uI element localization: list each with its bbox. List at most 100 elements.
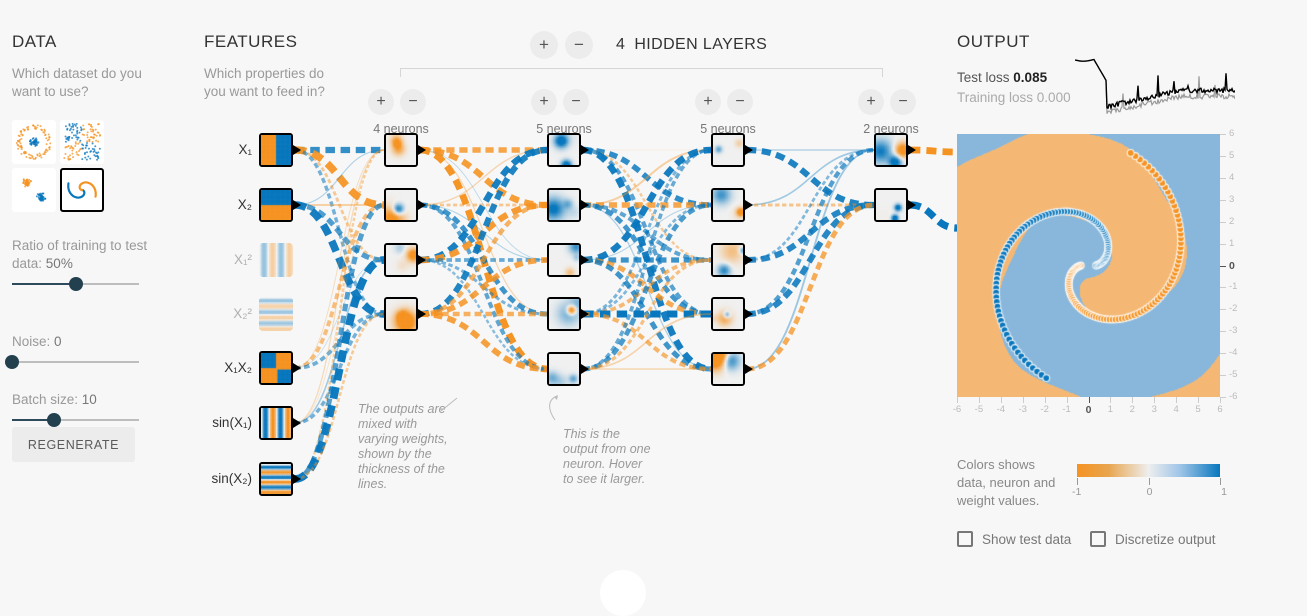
gradient-tick-mark — [1077, 478, 1078, 485]
feature-node-7[interactable] — [259, 462, 293, 496]
add-neuron-button-layer-2[interactable]: + — [531, 89, 557, 115]
dataset-thumb-spiral[interactable] — [60, 168, 104, 212]
x-tick-mark — [957, 397, 958, 403]
add-layer-button[interactable]: + — [530, 31, 558, 59]
batch-slider-knob[interactable] — [46, 413, 61, 427]
hidden-node-l3-n5[interactable] — [711, 352, 745, 386]
y-axis-tick-label: 4 — [1229, 171, 1235, 183]
ratio-value: 50% — [45, 256, 73, 271]
test-loss-value: 0.085 — [1013, 70, 1048, 85]
y-tick-mark — [1220, 375, 1226, 377]
add-neuron-button-layer-3[interactable]: + — [695, 89, 721, 115]
hidden-node-l3-n3[interactable] — [711, 243, 745, 277]
layer-2-neuron-count: 5 neurons — [536, 122, 592, 136]
hidden-node-l4-n1[interactable] — [874, 133, 908, 167]
add-neuron-button-layer-1[interactable]: + — [368, 89, 394, 115]
regenerate-button[interactable]: REGENERATE — [12, 427, 135, 462]
noise-value: 0 — [54, 334, 62, 349]
feature-node-4[interactable] — [259, 297, 293, 331]
feature-label-3: X₁² — [233, 252, 252, 267]
feature-label-2: X₂ — [237, 197, 252, 212]
y-axis-tick-label: 0 — [1229, 259, 1235, 272]
ratio-slider[interactable] — [12, 277, 139, 291]
test-loss: Test loss 0.085 — [957, 70, 1047, 85]
dataset-thumb-circle[interactable] — [12, 120, 56, 164]
noise-slider-knob[interactable] — [5, 355, 19, 369]
hidden-node-l2-n4[interactable] — [547, 297, 581, 331]
feature-node-6[interactable] — [259, 406, 293, 440]
y-axis-tick-label: -5 — [1229, 369, 1238, 381]
hidden-node-l1-n1[interactable] — [384, 133, 418, 167]
hidden-node-l2-n3[interactable] — [547, 243, 581, 277]
checkbox-box[interactable] — [1090, 531, 1106, 547]
hidden-node-l3-n2[interactable] — [711, 188, 745, 222]
feature-label-6: sin(X₁) — [212, 415, 252, 430]
y-tick-mark — [1220, 397, 1226, 398]
gradient-tick-label: 0 — [1146, 486, 1153, 498]
remove-neuron-button-layer-4[interactable]: − — [890, 89, 916, 115]
hidden-node-l3-n4[interactable] — [711, 297, 745, 331]
noise-slider[interactable] — [5, 355, 139, 369]
layer-1-neuron-count: 4 neurons — [373, 122, 429, 136]
feature-label-4: X₂² — [233, 306, 252, 321]
remove-layer-button[interactable]: − — [565, 31, 593, 59]
hidden-node-l1-n2[interactable] — [384, 188, 418, 222]
hidden-node-l2-n1[interactable] — [547, 133, 581, 167]
feature-node-2[interactable] — [259, 188, 293, 222]
layer-4-neuron-count: 2 neurons — [863, 122, 919, 136]
training-loss: Training loss 0.000 — [957, 90, 1071, 105]
batch-slider-fill — [12, 419, 54, 421]
hidden-node-l1-n3[interactable] — [384, 243, 418, 277]
features-panel-title: FEATURES — [204, 32, 298, 51]
x-axis-tick-label: -6 — [952, 404, 962, 415]
dataset-thumb-gaussian[interactable] — [12, 168, 56, 212]
remove-neuron-button-layer-3[interactable]: − — [727, 89, 753, 115]
feature-node-5[interactable] — [259, 351, 293, 385]
features-panel-subtitle: Which properties do you want to feed in? — [204, 66, 325, 99]
hidden-node-l2-n5[interactable] — [547, 352, 581, 386]
remove-neuron-button-layer-1[interactable]: − — [400, 89, 426, 115]
x-tick-mark — [1066, 397, 1068, 403]
ratio-slider-fill — [12, 283, 76, 285]
output-heatmap[interactable] — [957, 134, 1220, 397]
show-test-data-checkbox[interactable]: Show test data — [957, 531, 1071, 547]
y-tick-mark — [1220, 177, 1226, 179]
data-panel-subtitle: Which dataset do you want to use? — [12, 66, 142, 99]
remove-neuron-button-layer-2[interactable]: − — [563, 89, 589, 115]
hidden-layers-label: HIDDEN LAYERS — [634, 36, 768, 53]
discretize-output-checkbox[interactable]: Discretize output — [1090, 531, 1216, 547]
training-loss-label: Training loss — [957, 90, 1034, 105]
batch-slider[interactable] — [12, 413, 139, 427]
add-neuron-button-layer-4[interactable]: + — [858, 89, 884, 115]
x-tick-mark — [978, 397, 980, 403]
heatmap-canvas[interactable] — [957, 134, 1220, 397]
feature-label-5: X₁X₂ — [224, 360, 252, 375]
annotation-neuron: This is the output from one neuron. Hove… — [563, 427, 651, 486]
hidden-node-l4-n2[interactable] — [874, 188, 908, 222]
hidden-node-l1-n4[interactable] — [384, 297, 418, 331]
y-tick-mark — [1220, 134, 1226, 135]
dataset-thumb-exclusive-or[interactable] — [60, 120, 104, 164]
checkbox-box[interactable] — [957, 531, 973, 547]
annotation-weights: The outputs are mixed with varying weigh… — [358, 402, 448, 491]
feature-node-3[interactable] — [259, 243, 293, 277]
x-axis-tick-label: 1 — [1107, 404, 1114, 415]
loss-curve-chart — [1075, 58, 1235, 115]
x-tick-mark — [1220, 397, 1221, 403]
test-loss-label: Test loss — [957, 70, 1010, 85]
layer-1-controls: +− — [368, 89, 426, 115]
ratio-slider-knob[interactable] — [68, 277, 83, 291]
output-panel-title: OUTPUT — [957, 32, 1030, 51]
x-tick-mark — [1132, 397, 1134, 403]
color-gradient-bar — [1077, 464, 1220, 477]
hidden-node-l3-n1[interactable] — [711, 133, 745, 167]
batch-slider-group: Batch size: 10 — [12, 391, 162, 427]
y-tick-mark — [1220, 353, 1226, 355]
y-tick-mark — [1220, 199, 1226, 201]
feature-node-1[interactable] — [259, 133, 293, 167]
x-axis-tick-label: -5 — [974, 404, 984, 415]
gradient-tick-label: 1 — [1221, 486, 1227, 498]
hidden-node-l2-n2[interactable] — [547, 188, 581, 222]
